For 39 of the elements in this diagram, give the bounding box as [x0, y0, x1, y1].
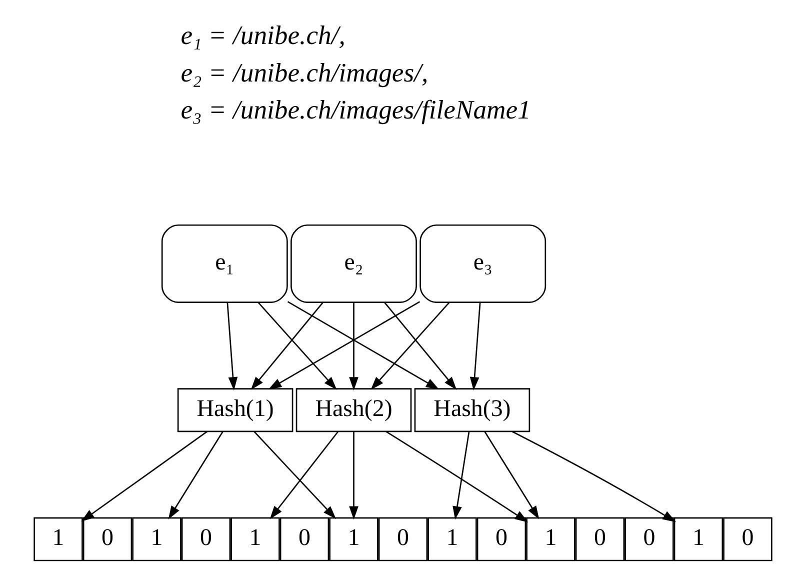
arrow [250, 302, 324, 390]
node-box: 1 [428, 517, 477, 562]
node-box: 1 [230, 517, 280, 562]
label: e₂ = /unibe.ch/images/, [180, 57, 428, 88]
arrow [254, 431, 336, 520]
arrow [226, 302, 238, 390]
arrow [370, 302, 450, 390]
node-box: 0 [181, 517, 231, 562]
node-box: Hash(3) [414, 388, 530, 432]
arrow [484, 431, 540, 520]
arrow [168, 431, 224, 520]
node-box: e₃ [420, 224, 546, 303]
arrow [452, 432, 470, 520]
arrow [384, 302, 457, 390]
node-box: 1 [34, 517, 83, 562]
arrow [268, 301, 420, 390]
node-box: 1 [526, 517, 576, 562]
arrow [349, 302, 358, 390]
node-box: 1 [132, 517, 182, 562]
arrow [349, 432, 358, 520]
arrow [287, 301, 440, 390]
node-box: 0 [723, 517, 772, 562]
arrow [470, 302, 481, 390]
node-box: 0 [575, 517, 625, 562]
node-box: 0 [624, 517, 674, 562]
node-box: 0 [378, 517, 428, 562]
node-box: 0 [82, 517, 132, 562]
label: e₁ = /unibe.ch/, [180, 20, 346, 50]
arrow [270, 431, 338, 520]
label: e₃ = /unibe.ch/images/fileName1 [180, 94, 531, 125]
node-box: 1 [674, 517, 724, 562]
node-box: Hash(2) [296, 388, 412, 432]
node-box: 0 [476, 517, 526, 562]
node-box: 0 [280, 517, 330, 562]
node-box: Hash(1) [177, 388, 294, 432]
arrow [258, 302, 337, 390]
node-box: e₂ [290, 224, 417, 303]
node-box: e₁ [161, 224, 288, 303]
node-box: 1 [329, 517, 378, 562]
